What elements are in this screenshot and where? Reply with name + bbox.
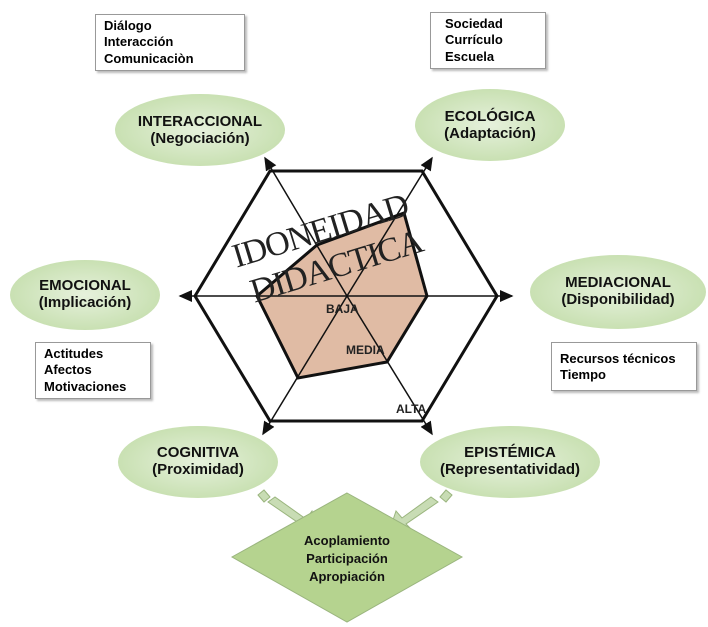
dimension-sub: (Representatividad) — [439, 461, 581, 479]
dimension-name: EMOCIONAL — [39, 277, 131, 294]
outcome: Acoplamiento — [304, 533, 390, 548]
outcomes-list: Acoplamiento Participación Apropiación — [272, 532, 422, 587]
dimension-name: EPISTÉMICA — [464, 444, 556, 461]
note: Diálogo — [104, 18, 152, 33]
notes-ecologica: Sociedad Currículo Escuela — [430, 12, 546, 69]
ellipse-cognitiva — [118, 426, 278, 498]
level-low: BAJA — [326, 302, 359, 316]
note: Sociedad — [445, 16, 503, 31]
level-mid: MEDIA — [346, 343, 385, 357]
ellipse-epistemica — [420, 426, 600, 498]
dimension-ecologica: ECOLÓGICA (Adaptación) — [415, 108, 565, 143]
dimension-cognitiva: COGNITIVA (Proximidad) — [118, 444, 278, 479]
note: Motivaciones — [44, 378, 127, 394]
note: Afectos — [44, 362, 92, 378]
dimension-name: COGNITIVA — [156, 444, 240, 461]
note: Escuela — [445, 48, 495, 64]
dimension-sub: (Proximidad) — [152, 461, 244, 479]
note: Tiempo — [560, 367, 606, 383]
axes — [178, 156, 514, 436]
note: Comunicaciòn — [104, 50, 194, 66]
notes-mediacional: Recursos técnicos Tiempo — [551, 342, 697, 391]
notes-interaccional: Diálogo Interacción Comunicaciòn — [95, 14, 245, 71]
dimension-sub: (Adaptación) — [444, 125, 536, 143]
ellipse-mediacional — [530, 255, 706, 329]
note: Recursos técnicos — [560, 351, 676, 366]
note: Interacción — [104, 34, 174, 50]
dimension-emocional: EMOCIONAL (Implicación) — [10, 277, 160, 312]
dimension-sub: (Disponibilidad) — [561, 291, 675, 309]
outcome: Apropiación — [309, 569, 385, 585]
dimension-interaccional: INTERACCIONAL (Negociación) — [115, 113, 285, 148]
ellipse-ecologica — [415, 89, 565, 161]
dimension-sub: (Implicación) — [38, 294, 132, 312]
level-high: ALTA — [396, 402, 427, 416]
outcome: Participación — [306, 551, 388, 567]
dimension-sub: (Negociación) — [150, 130, 250, 148]
dimension-epistemica: EPISTÉMICA (Representatividad) — [420, 444, 600, 479]
ellipse-interaccional — [115, 94, 285, 166]
ellipse-emocional — [10, 260, 160, 330]
note: Currículo — [445, 32, 503, 48]
notes-emocional: Actitudes Afectos Motivaciones — [35, 342, 151, 399]
note: Actitudes — [44, 346, 104, 361]
outcome-diamond — [230, 492, 464, 623]
dimension-name: INTERACCIONAL — [137, 113, 263, 130]
dimension-name: ECOLÓGICA — [444, 108, 536, 125]
dimension-name: MEDIACIONAL — [565, 274, 671, 291]
dimension-mediacional: MEDIACIONAL (Disponibilidad) — [530, 274, 706, 309]
